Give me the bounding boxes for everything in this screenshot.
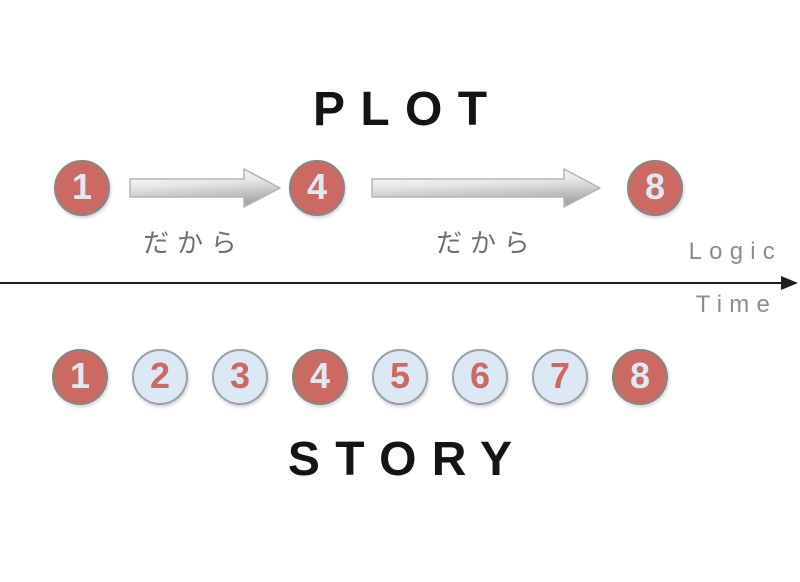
plot-node-8-label: 8 — [644, 166, 666, 207]
story-node-2-label: 2 — [149, 355, 171, 396]
plot-node-1-label: 1 — [71, 166, 93, 207]
story-node-4-label: 4 — [309, 355, 331, 396]
story-node-4: 4 — [292, 349, 348, 405]
story-node-3: 3 — [212, 349, 268, 405]
timeline-arrowhead-icon — [781, 276, 798, 290]
plot-node-1: 1 — [54, 160, 110, 216]
plot-node-4-label: 4 — [306, 166, 328, 207]
story-node-1: 1 — [52, 349, 108, 405]
axis-label-time: Time — [695, 291, 777, 318]
plot-title: PLOT — [312, 83, 503, 136]
story-node-8: 8 — [612, 349, 668, 405]
connector-label-1: だから — [143, 228, 245, 258]
arrow-4-to-8-icon — [371, 168, 601, 208]
story-node-3-label: 3 — [229, 355, 251, 396]
story-node-5: 5 — [372, 349, 428, 405]
story-node-6-label: 6 — [469, 355, 491, 396]
connector-label-2: だから — [436, 228, 538, 258]
arrow-1-to-4-icon — [129, 168, 281, 208]
axis-label-logic: Logic — [688, 238, 782, 265]
story-node-8-label: 8 — [629, 355, 651, 396]
story-node-2: 2 — [132, 349, 188, 405]
plot-node-4: 4 — [289, 160, 345, 216]
story-node-7: 7 — [532, 349, 588, 405]
story-node-5-label: 5 — [389, 355, 411, 396]
story-title: STORY — [287, 433, 528, 486]
story-node-1-label: 1 — [69, 355, 91, 396]
plot-node-8: 8 — [627, 160, 683, 216]
story-node-7-label: 7 — [549, 355, 571, 396]
story-node-6: 6 — [452, 349, 508, 405]
